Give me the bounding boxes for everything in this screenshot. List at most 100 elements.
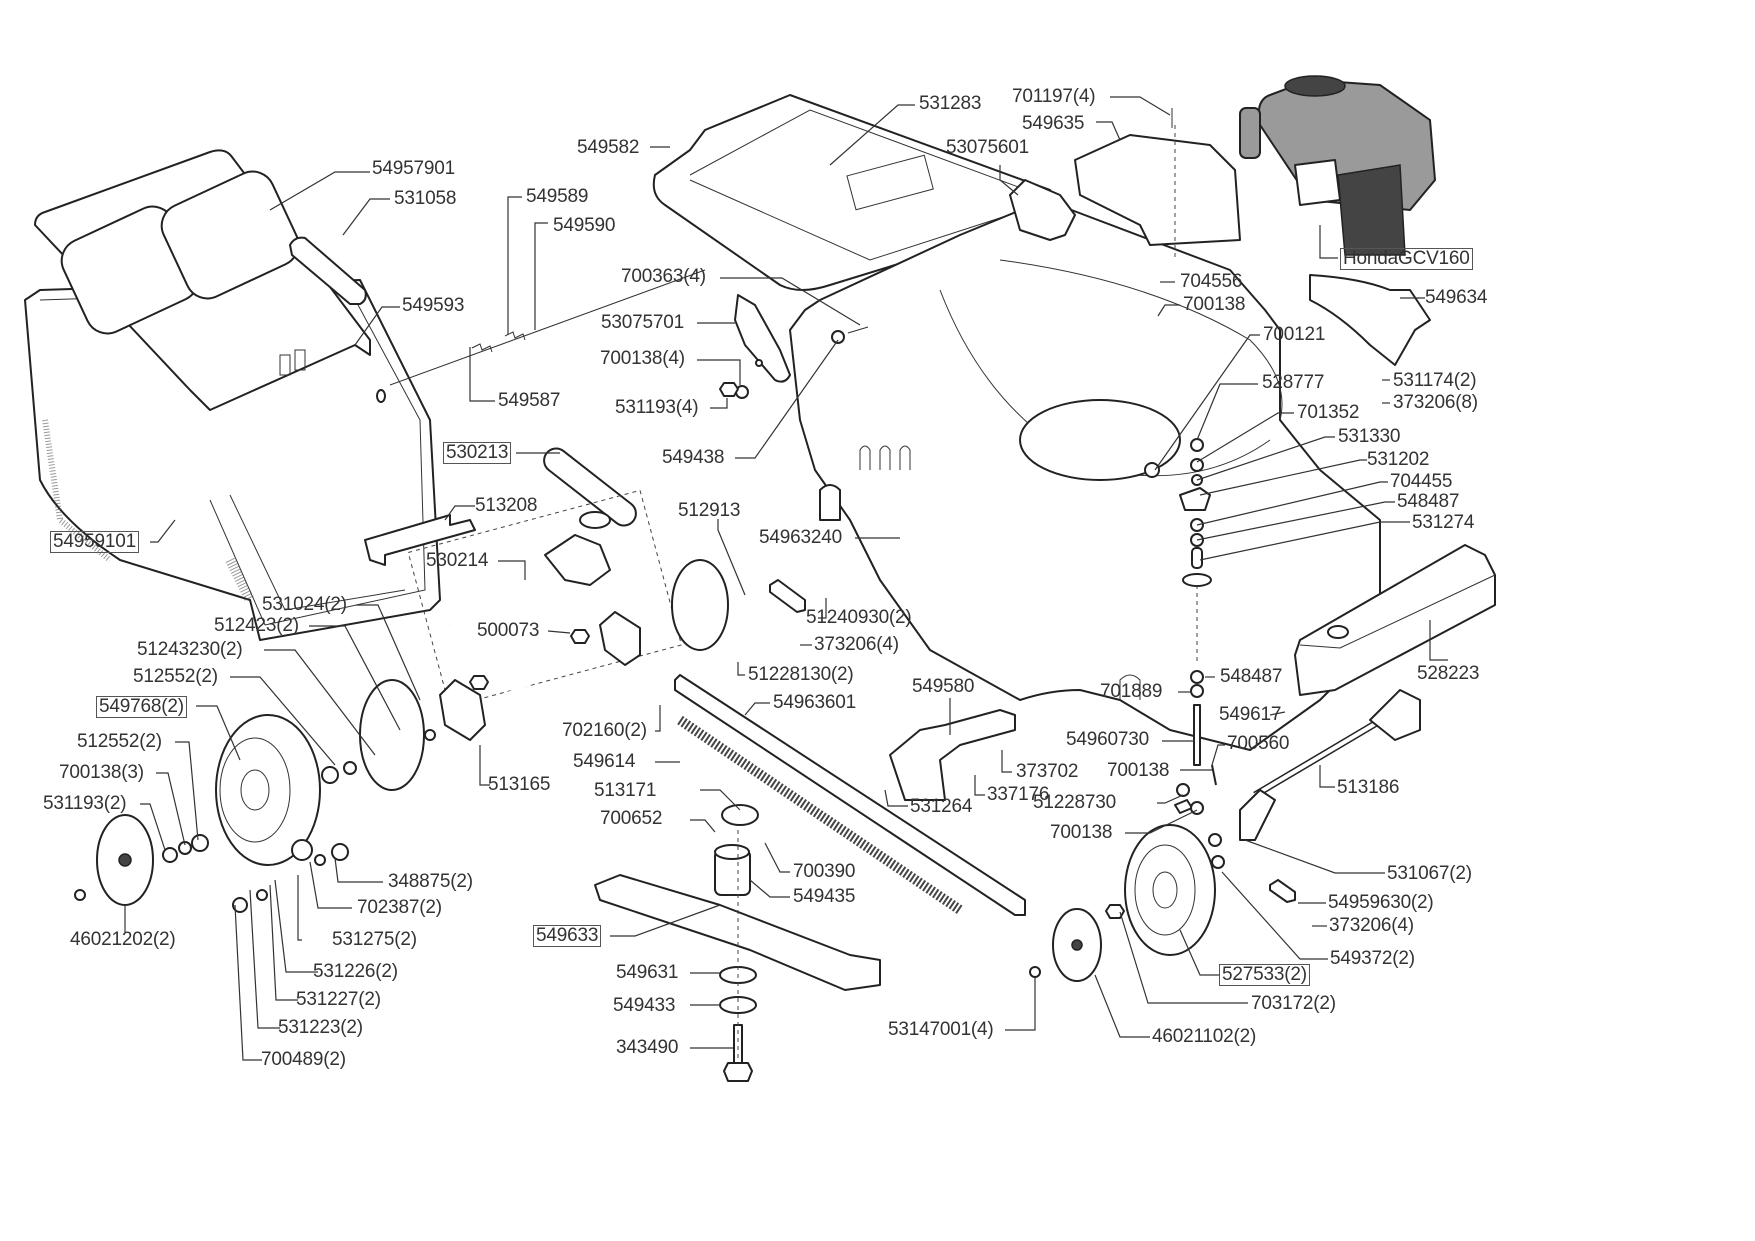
label-51228730[interactable]: 51228730: [1033, 792, 1116, 813]
label-531283[interactable]: 531283: [919, 93, 982, 114]
label-549372[interactable]: 549372(2): [1330, 948, 1415, 969]
label-549631[interactable]: 549631: [616, 962, 679, 983]
label-373702[interactable]: 373702: [1016, 761, 1079, 782]
label-700138-4[interactable]: 700138(4): [600, 348, 685, 369]
label-373206-4b[interactable]: 373206(4): [1329, 915, 1414, 936]
label-549593[interactable]: 549593: [402, 295, 465, 316]
label-702160[interactable]: 702160(2): [562, 720, 647, 741]
label-549435[interactable]: 549435: [793, 886, 856, 907]
label-512423[interactable]: 512423(2): [214, 615, 299, 636]
label-500073[interactable]: 500073: [477, 620, 540, 641]
label-531202[interactable]: 531202: [1367, 449, 1430, 470]
label-512552-a[interactable]: 512552(2): [133, 666, 218, 687]
label-549438[interactable]: 549438: [662, 447, 725, 468]
label-703172[interactable]: 703172(2): [1251, 993, 1336, 1014]
label-701889[interactable]: 701889: [1100, 681, 1163, 702]
label-531174[interactable]: 531174(2): [1393, 370, 1477, 391]
label-700560[interactable]: 700560: [1227, 733, 1290, 754]
label-530214[interactable]: 530214: [426, 550, 489, 571]
label-527533[interactable]: 527533(2): [1219, 964, 1310, 986]
label-700138-3[interactable]: 700138(3): [59, 762, 144, 783]
label-704556[interactable]: 704556: [1180, 271, 1243, 292]
label-531264[interactable]: 531264: [910, 796, 973, 817]
label-700138-top[interactable]: 700138: [1183, 294, 1246, 315]
label-honda-gcv160[interactable]: HondaGCV160: [1340, 248, 1473, 270]
label-513186[interactable]: 513186: [1337, 777, 1400, 798]
label-348875[interactable]: 348875(2): [388, 871, 473, 892]
label-702387[interactable]: 702387(2): [357, 897, 442, 918]
label-701197[interactable]: 701197(4): [1012, 86, 1096, 107]
label-512913[interactable]: 512913: [678, 500, 741, 521]
label-528777[interactable]: 528777: [1262, 372, 1325, 393]
label-700138-mid[interactable]: 700138: [1107, 760, 1170, 781]
label-531226[interactable]: 531226(2): [313, 961, 398, 982]
label-531193-2[interactable]: 531193(2): [43, 793, 127, 814]
label-513171[interactable]: 513171: [594, 780, 657, 801]
label-51243230[interactable]: 51243230(2): [137, 639, 243, 660]
label-53075601[interactable]: 53075601: [946, 137, 1029, 158]
label-373206-8[interactable]: 373206(8): [1393, 392, 1478, 413]
label-531067[interactable]: 531067(2): [1387, 863, 1472, 884]
front-right-wheel-drawing: [1105, 824, 1225, 956]
label-549589[interactable]: 549589: [526, 186, 589, 207]
label-54959101[interactable]: 54959101: [50, 531, 139, 553]
label-343490[interactable]: 343490: [616, 1037, 679, 1058]
cover-549635-drawing: [1074, 108, 1241, 260]
label-700390[interactable]: 700390: [793, 861, 856, 882]
label-549590[interactable]: 549590: [553, 215, 616, 236]
label-549580[interactable]: 549580: [912, 676, 975, 697]
deck-drawing: [789, 199, 1381, 751]
label-549633[interactable]: 549633: [533, 925, 602, 947]
label-51228130[interactable]: 51228130(2): [748, 664, 854, 685]
label-528223[interactable]: 528223: [1417, 663, 1480, 684]
label-700652[interactable]: 700652: [600, 808, 663, 829]
label-531330[interactable]: 531330: [1338, 426, 1401, 447]
label-54959630[interactable]: 54959630(2): [1328, 892, 1434, 913]
label-704455[interactable]: 704455: [1390, 471, 1453, 492]
hubcap-46021202-drawing: [74, 814, 154, 906]
label-700138-low[interactable]: 700138: [1050, 822, 1113, 843]
label-548487-bottom[interactable]: 548487: [1220, 666, 1283, 687]
label-54963240[interactable]: 54963240: [759, 527, 842, 548]
label-531275[interactable]: 531275(2): [332, 929, 417, 950]
label-549634[interactable]: 549634: [1425, 287, 1488, 308]
label-54957901[interactable]: 54957901: [372, 158, 455, 179]
label-512552-b[interactable]: 512552(2): [77, 731, 162, 752]
label-53075701[interactable]: 53075701: [601, 312, 684, 333]
label-337176[interactable]: 337176: [987, 784, 1050, 805]
label-531193-4[interactable]: 531193(4): [615, 397, 699, 418]
label-700363[interactable]: 700363(4): [621, 266, 706, 287]
label-513208[interactable]: 513208: [475, 495, 538, 516]
gearbox-530214-drawing: [407, 489, 683, 708]
label-531274[interactable]: 531274: [1412, 512, 1475, 533]
label-513165[interactable]: 513165: [488, 774, 551, 795]
label-700121[interactable]: 700121: [1263, 324, 1326, 345]
label-549617[interactable]: 549617: [1219, 704, 1282, 725]
axle-513186-drawing: [1239, 689, 1421, 841]
engine-drawing: [1239, 75, 1437, 256]
label-549635[interactable]: 549635: [1022, 113, 1085, 134]
label-531024[interactable]: 531024(2): [262, 594, 347, 615]
label-700489[interactable]: 700489(2): [261, 1049, 346, 1070]
cover-53075601-drawing: [1009, 179, 1076, 241]
label-701352[interactable]: 701352: [1297, 402, 1360, 423]
label-549433[interactable]: 549433: [613, 995, 676, 1016]
label-46021102[interactable]: 46021102(2): [1152, 1026, 1257, 1047]
label-531223[interactable]: 531223(2): [278, 1017, 363, 1038]
label-54960730[interactable]: 54960730: [1066, 729, 1149, 750]
label-549582[interactable]: 549582: [577, 137, 640, 158]
label-549587[interactable]: 549587: [498, 390, 561, 411]
label-548487-top[interactable]: 548487: [1397, 491, 1460, 512]
grass-bag-top-drawing: [34, 149, 371, 411]
label-549768[interactable]: 549768(2): [96, 696, 187, 718]
label-54963601[interactable]: 54963601: [773, 692, 856, 713]
label-531058[interactable]: 531058: [394, 188, 457, 209]
label-531227[interactable]: 531227(2): [296, 989, 381, 1010]
guard-549580-drawing: [889, 709, 1016, 801]
label-373206-4a[interactable]: 373206(4): [814, 634, 899, 655]
label-549614[interactable]: 549614: [573, 751, 636, 772]
label-46021202[interactable]: 46021202(2): [70, 929, 176, 950]
label-51240930[interactable]: 51240930(2): [806, 607, 912, 628]
label-53147001[interactable]: 53147001(4): [888, 1019, 994, 1040]
label-530213[interactable]: 530213: [443, 442, 512, 464]
